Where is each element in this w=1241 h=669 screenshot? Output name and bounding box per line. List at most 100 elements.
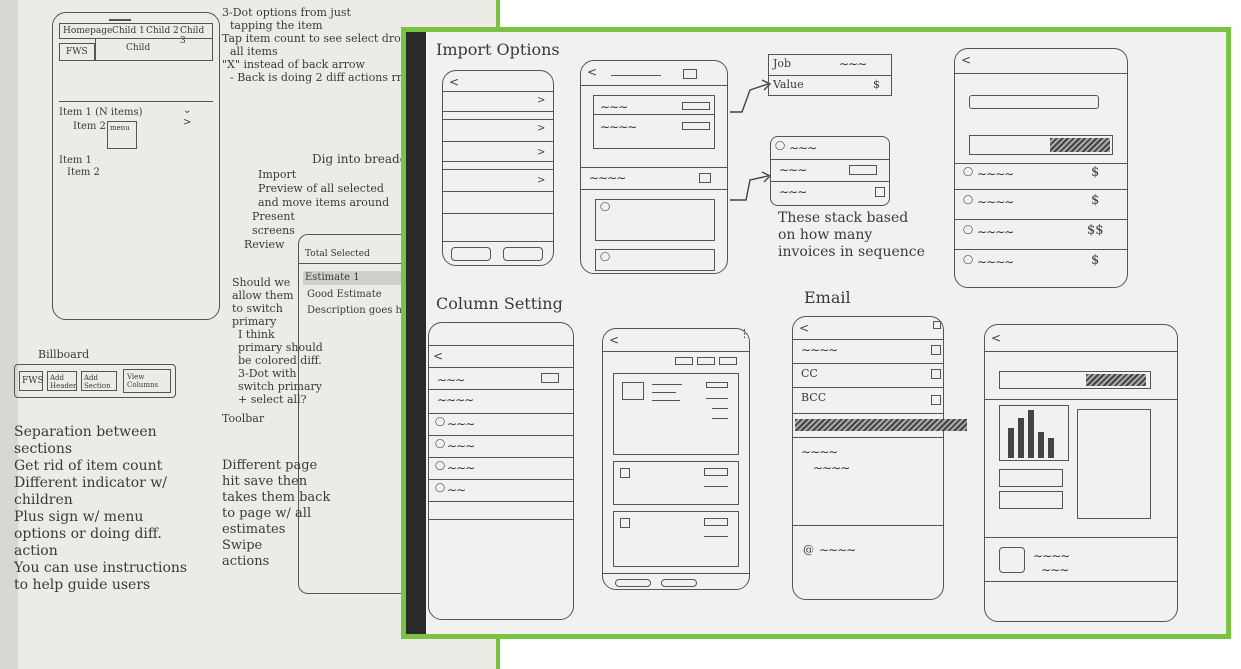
attachment-icon[interactable]: @ — [803, 543, 814, 556]
radio-icon[interactable]: ◯ — [435, 417, 446, 427]
chart-bar — [1008, 428, 1014, 458]
phone-import-preview: < ∼∼∼ ∼∼∼∼ ∼∼∼∼ ◯ ◯ — [580, 60, 728, 274]
tab-child-3[interactable]: Child 3 — [180, 26, 205, 46]
filter-box[interactable] — [999, 371, 1151, 389]
back-arrow-icon[interactable]: < — [609, 333, 620, 347]
tab-box[interactable] — [675, 357, 693, 365]
billboard-fws-button[interactable]: FWS — [19, 371, 44, 391]
different-page-line: Swipe — [222, 538, 263, 553]
tree-item-1[interactable]: Item 1 (N items) — [59, 107, 143, 118]
close-icon[interactable] — [933, 321, 941, 329]
invoice-card[interactable]: ◯ — [595, 199, 715, 241]
more-vertical-icon[interactable]: ⋮ — [739, 327, 750, 340]
header-divider — [429, 367, 573, 368]
bottom-notes: Separation between sections Get rid of i… — [14, 424, 187, 594]
chevron-right-icon[interactable]: > — [537, 175, 546, 186]
checkbox[interactable] — [931, 369, 941, 379]
panel-divider — [299, 263, 496, 264]
add-section-button[interactable]: Add Section — [81, 371, 117, 391]
footer-button-left[interactable] — [615, 579, 651, 587]
radio-icon[interactable]: ◯ — [963, 255, 974, 265]
text-squiggle: ∼∼∼∼ — [801, 343, 838, 357]
bar-chart-card[interactable] — [999, 405, 1069, 461]
invoice-card[interactable]: ◯ — [595, 249, 715, 271]
checkbox[interactable] — [931, 395, 941, 405]
checkbox[interactable] — [620, 518, 630, 528]
radio-icon[interactable]: ◯ — [600, 252, 611, 262]
flow-note-line: Review — [244, 238, 285, 251]
dollar-sign: $ — [1091, 253, 1100, 268]
back-arrow-icon[interactable]: < — [433, 349, 444, 363]
phone-column-preview: < ⋮ — [602, 328, 750, 590]
row-divider — [443, 213, 553, 214]
chevron-right-icon[interactable]: > — [183, 117, 192, 128]
footer-button-right[interactable] — [503, 247, 543, 261]
row-divider — [443, 111, 553, 112]
preview-card[interactable] — [613, 373, 739, 455]
value-box — [706, 382, 728, 388]
checkbox[interactable] — [620, 468, 630, 478]
back-arrow-icon[interactable]: < — [991, 331, 1002, 345]
item-menu-popup[interactable]: menu — [107, 121, 137, 149]
avatar[interactable] — [999, 547, 1025, 573]
radio-icon[interactable]: ◯ — [963, 195, 974, 205]
primary-note-line: I think — [238, 328, 275, 341]
radio-icon[interactable]: ◯ — [435, 461, 446, 471]
tree-item-1b[interactable]: Item 1 — [59, 155, 92, 166]
chevron-down-icon[interactable]: ⌄ — [183, 105, 192, 116]
action-box[interactable] — [683, 69, 697, 79]
stat-box[interactable] — [999, 469, 1063, 487]
radio-icon[interactable]: ◯ — [435, 483, 446, 493]
text-squiggle: ∼∼∼∼ — [437, 393, 474, 407]
tab-child-2[interactable]: Child 2 — [146, 26, 179, 36]
top-note-line: "X" instead of back arrow — [222, 58, 365, 71]
tree-item-2b[interactable]: Item 2 — [67, 167, 100, 178]
field-divider — [793, 363, 943, 364]
back-arrow-icon[interactable]: < — [799, 321, 810, 335]
checkbox[interactable] — [931, 345, 941, 355]
chevron-right-icon[interactable]: > — [537, 95, 546, 106]
radio-icon[interactable]: ◯ — [963, 225, 974, 235]
sub-tab-fws[interactable]: FWS — [59, 43, 95, 61]
radio-icon[interactable]: ◯ — [963, 167, 974, 177]
footer-button-left[interactable] — [451, 247, 491, 261]
text-line — [712, 418, 728, 419]
value-box — [682, 102, 710, 110]
back-arrow-icon[interactable]: < — [449, 75, 460, 89]
list-divider — [429, 435, 573, 436]
tab-homepage[interactable]: Homepage — [63, 26, 113, 36]
tab-box[interactable] — [697, 357, 715, 365]
stat-box[interactable] — [999, 491, 1063, 509]
footer-button-right[interactable] — [661, 579, 697, 587]
preview-card[interactable] — [613, 511, 739, 567]
list-divider — [955, 249, 1127, 250]
preview-card[interactable] — [613, 461, 739, 505]
view-columns-button[interactable]: View Columns — [123, 369, 171, 393]
tab-child-1[interactable]: Child 1 — [112, 26, 145, 36]
toggle-box[interactable] — [541, 373, 559, 383]
description-label: Description goes he — [307, 305, 408, 316]
tree-item-2[interactable]: Item 2 — [73, 121, 106, 132]
filter-box[interactable] — [969, 135, 1113, 155]
top-note-line: 3-Dot options from just — [222, 6, 351, 19]
add-header-button[interactable]: Add Header — [47, 371, 77, 391]
chevron-right-icon[interactable]: > — [537, 147, 546, 158]
bottom-note-line: action — [14, 543, 58, 559]
top-note-line: all items — [230, 45, 278, 58]
back-arrow-icon[interactable]: < — [587, 65, 598, 79]
chevron-right-icon[interactable]: > — [537, 123, 546, 134]
import-card[interactable]: ∼∼∼ ∼∼∼∼ — [593, 95, 715, 149]
text-squiggle: ∼∼∼ — [839, 57, 867, 71]
tab-box[interactable] — [719, 357, 737, 365]
side-card[interactable] — [1077, 409, 1151, 519]
calendar-icon[interactable] — [875, 187, 885, 197]
sub-tab-child[interactable]: Child — [95, 39, 213, 61]
radio-icon[interactable]: ◯ — [435, 439, 446, 449]
radio-icon[interactable]: ◯ — [775, 141, 786, 151]
radio-icon[interactable]: ◯ — [600, 202, 611, 212]
search-input[interactable] — [969, 95, 1099, 109]
header-divider — [955, 73, 1127, 74]
checkbox[interactable] — [699, 173, 711, 183]
back-arrow-icon[interactable]: < — [961, 53, 972, 67]
different-page-line: Different page — [222, 458, 318, 473]
